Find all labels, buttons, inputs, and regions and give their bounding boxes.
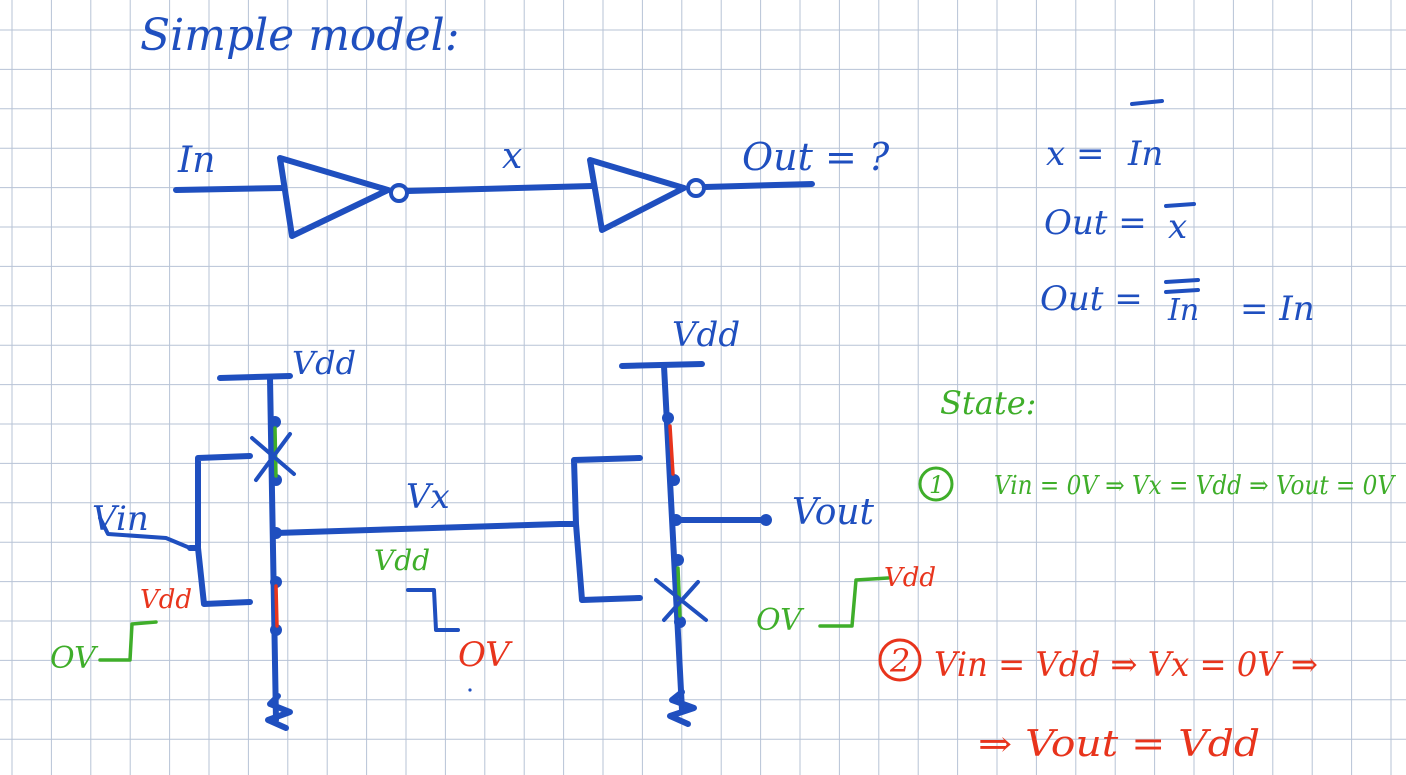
right-step-high-label: Vdd [884, 563, 936, 593]
left-inverter: Vdd Vin OV Vdd [50, 344, 563, 731]
state2-text2: ⇒ Vout = Vdd [978, 724, 1260, 765]
right-ground-icon [667, 689, 697, 727]
right-step-low-label: OV [756, 603, 805, 638]
left-step-waveform [98, 620, 158, 662]
eq3-right: = In [1240, 289, 1315, 329]
eq3-left: Out = [1040, 279, 1143, 319]
page-title: Simple model: [140, 10, 460, 61]
states-panel: State: 1 Vin = 0V ⇒ Vx = Vdd ⇒ Vout = 0V… [878, 384, 1396, 765]
vdd-right-label: Vdd [672, 315, 740, 355]
inverter-chain: In x Out = ? [173, 135, 890, 239]
mid-step-low-label: OV [458, 635, 513, 675]
eq3-overbar-1 [1164, 278, 1200, 284]
mid-step-high-label: Vdd [374, 544, 430, 577]
node-x-label: x [502, 136, 522, 177]
left-step-low-label: OV [50, 641, 99, 676]
state2-number-circle [878, 638, 922, 682]
right-pmos-channel [668, 424, 675, 476]
mid-step-waveform [406, 588, 460, 632]
inverter-1-triangle [277, 155, 391, 239]
state1-number-circle [918, 466, 954, 502]
left-ground-icon [265, 693, 293, 731]
left-nmos-channel [274, 584, 279, 628]
eq2-left: Out = [1044, 203, 1147, 243]
state1-number: 1 [929, 471, 944, 499]
eq2-overbar [1164, 202, 1196, 208]
state2-number: 2 [889, 642, 910, 680]
right-nmos-channel [676, 566, 682, 618]
eq1-right: In [1127, 134, 1163, 174]
state-heading: State: [940, 384, 1036, 422]
output-label: Out = ? [742, 135, 890, 179]
right-step-waveform [818, 576, 890, 628]
state1-text: Vin = 0V ⇒ Vx = Vdd ⇒ Vout = 0V [994, 471, 1396, 501]
eq3-mid: In [1167, 293, 1199, 328]
state2-text: Vin = Vdd ⇒ Vx = 0V ⇒ [934, 645, 1318, 685]
eq2-right: x [1168, 207, 1187, 247]
equations: x = In Out = x Out = In = In [1040, 99, 1315, 329]
eq3-overbar-2 [1164, 288, 1200, 294]
vdd-left-label: Vdd [292, 344, 356, 382]
vx-node: Vx Vdd OV [374, 477, 513, 692]
vout-label: Vout [792, 492, 875, 533]
inverter-2-triangle [587, 157, 687, 233]
left-pmos-cross-icon [250, 432, 296, 482]
vx-label: Vx [406, 477, 450, 517]
vin-label: Vin [92, 499, 149, 539]
right-nmos-cross-icon [654, 578, 708, 622]
right-inverter: Vdd Vout OV Vdd [557, 315, 936, 727]
eq1-overbar [1130, 99, 1164, 106]
input-label: In [177, 140, 215, 181]
left-step-high-label: Vdd [140, 585, 192, 615]
eq1-left: x = [1046, 134, 1104, 174]
